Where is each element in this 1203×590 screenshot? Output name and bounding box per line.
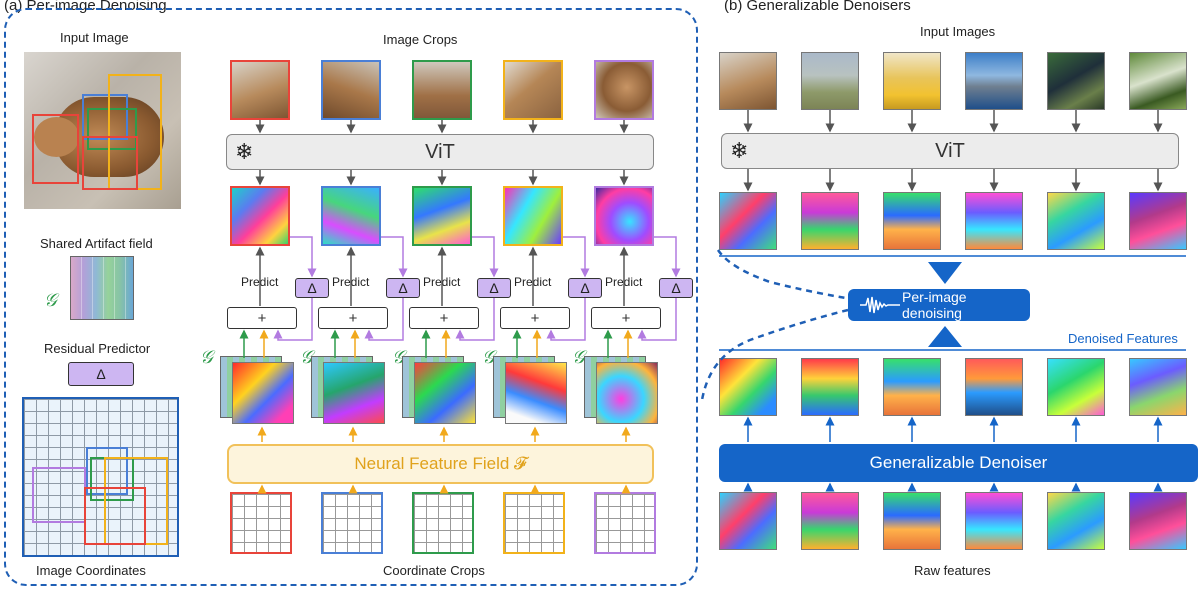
panel-a-border bbox=[4, 8, 698, 586]
vit-feature-yellow bbox=[503, 186, 563, 246]
vit-label-b: ViT bbox=[935, 139, 965, 162]
plus-box-1: + bbox=[227, 307, 297, 329]
plus-box-3: + bbox=[409, 307, 479, 329]
artifact-symbol: 𝒢 bbox=[44, 290, 57, 311]
vit-label-a: ViT bbox=[425, 140, 455, 163]
artifact-symbol-3: 𝒢 bbox=[392, 347, 405, 368]
plus-box-5: + bbox=[591, 307, 661, 329]
denoised-feature-1 bbox=[719, 358, 777, 416]
field-feature-3 bbox=[414, 362, 476, 424]
delta-box-3: Δ bbox=[477, 278, 511, 298]
image-crop-yellow bbox=[503, 60, 563, 120]
delta-box-4: Δ bbox=[568, 278, 602, 298]
image-coordinates-grid bbox=[22, 397, 179, 557]
input-image-bird bbox=[1129, 52, 1187, 110]
field-feature-4 bbox=[505, 362, 567, 424]
plus-box-4: + bbox=[500, 307, 570, 329]
coord-crop-red bbox=[230, 492, 292, 554]
vit-feature-b1 bbox=[719, 192, 777, 250]
input-images-label: Input Images bbox=[920, 24, 996, 39]
vit-feature-b5 bbox=[1047, 192, 1105, 250]
image-crop-green bbox=[412, 60, 472, 120]
vit-block-b: ❄ ViT bbox=[721, 133, 1179, 169]
bbox-red bbox=[32, 114, 79, 184]
artifact-symbol-1: 𝒢 bbox=[200, 347, 213, 368]
input-image-person bbox=[1047, 52, 1105, 110]
coord-crop-purple bbox=[594, 492, 656, 554]
image-coordinates-label: Image Coordinates bbox=[36, 563, 146, 578]
delta-box-2: Δ bbox=[386, 278, 420, 298]
field-feature-1 bbox=[232, 362, 294, 424]
raw-feature-5 bbox=[1047, 492, 1105, 550]
denoised-feature-3 bbox=[883, 358, 941, 416]
input-image bbox=[24, 52, 181, 209]
input-image-cheese bbox=[883, 52, 941, 110]
raw-feature-1 bbox=[719, 492, 777, 550]
denoised-features-label: Denoised Features bbox=[1068, 331, 1178, 346]
denoised-feature-2 bbox=[801, 358, 859, 416]
residual-predictor-label: Residual Predictor bbox=[44, 341, 151, 356]
vit-feature-green bbox=[412, 186, 472, 246]
vit-feature-b2 bbox=[801, 192, 859, 250]
input-image-ship bbox=[965, 52, 1023, 110]
artifact-symbol-5: 𝒢 bbox=[572, 347, 585, 368]
image-crop-blue bbox=[321, 60, 381, 120]
bbox-red2 bbox=[82, 136, 138, 190]
panel-a-title: (a) Per-image Denoising bbox=[4, 0, 167, 14]
neural-feature-field: Neural Feature Field 𝓕 bbox=[227, 444, 654, 484]
snowflake-icon-b: ❄ bbox=[730, 138, 749, 163]
vit-feature-red bbox=[230, 186, 290, 246]
per-image-denoising-label: Per-image denoising bbox=[902, 289, 967, 321]
field-feature-5 bbox=[596, 362, 658, 424]
input-image-cat bbox=[719, 52, 777, 110]
raw-feature-3 bbox=[883, 492, 941, 550]
plus-box-2: + bbox=[318, 307, 388, 329]
input-image-deer bbox=[801, 52, 859, 110]
image-crops-label: Image Crops bbox=[383, 32, 458, 47]
vit-feature-purple bbox=[594, 186, 654, 246]
panel-b-arrows bbox=[700, 110, 1186, 492]
denoised-feature-4 bbox=[965, 358, 1023, 416]
input-image-label: Input Image bbox=[60, 30, 129, 45]
per-image-denoising-box: Per-image denoising bbox=[848, 289, 1030, 321]
panel-a-arrows bbox=[239, 120, 681, 494]
coord-crop-green bbox=[412, 492, 474, 554]
waveform-icon bbox=[860, 296, 900, 314]
vit-block-a: ❄ ViT bbox=[226, 134, 654, 170]
shared-artifact-label: Shared Artifact field bbox=[40, 236, 153, 251]
image-crop-red bbox=[230, 60, 290, 120]
vit-feature-b3 bbox=[883, 192, 941, 250]
vit-feature-blue bbox=[321, 186, 381, 246]
artifact-symbol-2: 𝒢 bbox=[300, 347, 313, 368]
raw-feature-4 bbox=[965, 492, 1023, 550]
bbox-blue bbox=[82, 94, 128, 140]
artifact-field-swatch bbox=[70, 256, 134, 320]
raw-feature-2 bbox=[801, 492, 859, 550]
snowflake-icon: ❄ bbox=[235, 139, 254, 164]
image-crop-purple bbox=[594, 60, 654, 120]
vit-feature-b4 bbox=[965, 192, 1023, 250]
denoised-feature-6 bbox=[1129, 358, 1187, 416]
raw-feature-6 bbox=[1129, 492, 1187, 550]
vit-feature-b6 bbox=[1129, 192, 1187, 250]
delta-box-1: Δ bbox=[295, 278, 329, 298]
generalizable-denoiser-box: Generalizable Denoiser bbox=[719, 444, 1198, 482]
bbox-green bbox=[87, 108, 137, 150]
raw-features-label: Raw features bbox=[914, 563, 991, 578]
delta-box-5: Δ bbox=[659, 278, 693, 298]
field-feature-2 bbox=[323, 362, 385, 424]
denoised-feature-5 bbox=[1047, 358, 1105, 416]
artifact-symbol-4: 𝒢 bbox=[482, 347, 495, 368]
panel-b-title: (b) Generalizable Denoisers bbox=[724, 0, 911, 14]
coordinate-crops-label: Coordinate Crops bbox=[383, 563, 485, 578]
coord-crop-yellow bbox=[503, 492, 565, 554]
residual-predictor-box: Δ bbox=[68, 362, 134, 386]
